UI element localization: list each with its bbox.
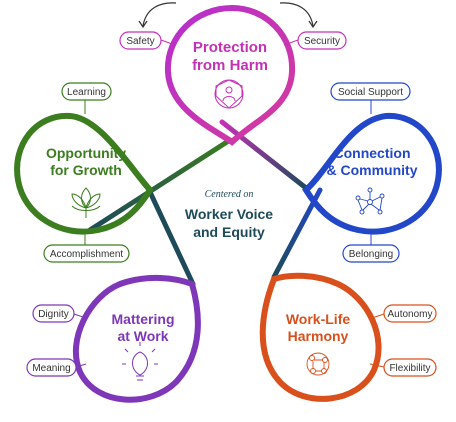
petal-connection: Connection & Community (302, 112, 442, 235)
tag-flexibility-label: Flexibility (389, 363, 430, 374)
petal-worklife-title-2: Harmony (288, 328, 349, 344)
petal-mattering: Mattering at Work (72, 274, 201, 403)
tag-belonging: Belonging (342, 234, 400, 263)
petal-worklife-outline (259, 272, 382, 402)
petal-protection-title-1: Protection (193, 39, 267, 56)
center-subtitle: Centered on (205, 189, 254, 200)
center-title-2: and Equity (193, 224, 265, 240)
tag-accomplishment: Accomplishment (43, 234, 130, 263)
tag-security: Security (283, 31, 347, 50)
center-title-1: Worker Voice (185, 206, 273, 222)
tag-social-support-label: Social Support (338, 87, 403, 98)
petal-growth-title-2: for Growth (50, 162, 122, 178)
center-hub: Centered on Worker Voice and Equity (185, 189, 273, 240)
petal-growth-outline (14, 112, 154, 235)
petal-worklife: Work-Life Harmony (259, 272, 382, 402)
petal-protection-outline (164, 4, 296, 146)
tag-belonging-label: Belonging (349, 249, 393, 260)
shield-person-icon (214, 79, 244, 109)
petal-mattering-outline (72, 274, 201, 403)
petal-growth: Opportunity for Growth (14, 112, 154, 235)
tag-meaning-label: Meaning (32, 363, 70, 374)
tag-flexibility: Flexibility (369, 358, 437, 377)
top-cycle-arrows (138, 2, 318, 29)
tag-safety-label: Safety (126, 36, 154, 47)
tag-autonomy-label: Autonomy (387, 309, 432, 320)
petal-connection-title-2: & Community (327, 162, 418, 178)
tag-accomplishment-label: Accomplishment (50, 249, 124, 260)
petal-mattering-title-2: at Work (117, 328, 168, 344)
lightbulb-icon (122, 342, 158, 381)
balance-nodes-icon (306, 352, 330, 376)
tag-social-support: Social Support (330, 82, 411, 114)
petal-protection-title-2: from Harm (192, 57, 268, 74)
tag-safety: Safety (119, 31, 176, 50)
tag-security-label: Security (304, 36, 340, 47)
petal-connection-outline (302, 112, 442, 235)
petal-growth-title-1: Opportunity (46, 145, 126, 161)
petal-mattering-title-1: Mattering (112, 311, 175, 327)
tag-dignity: Dignity (32, 304, 87, 323)
petal-worklife-title-1: Work-Life (286, 311, 351, 327)
tag-learning-label: Learning (67, 87, 106, 98)
tag-dignity-label: Dignity (38, 309, 69, 320)
network-people-icon (355, 187, 385, 215)
petal-connection-title-1: Connection (334, 145, 411, 161)
lotus-icon (71, 187, 101, 218)
petal-protection: Protection from Harm (164, 4, 296, 146)
tag-autonomy: Autonomy (371, 304, 437, 323)
tag-meaning: Meaning (26, 358, 87, 377)
tag-learning: Learning (61, 82, 112, 114)
